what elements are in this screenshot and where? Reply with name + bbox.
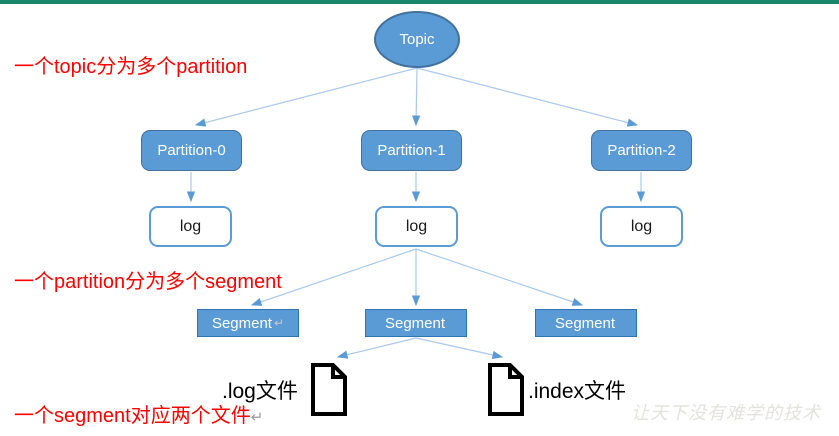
segment-2-label: Segment [554, 314, 616, 332]
partition-2-node: Partition-2 [591, 130, 692, 171]
watermark-text: 让天下没有难学的技术 [631, 403, 821, 424]
segment-node-1: Segment [365, 309, 467, 337]
partition-1-node: Partition-1 [361, 130, 462, 171]
top-green-divider [0, 0, 839, 4]
topic-label: Topic [399, 31, 435, 48]
log-1-label: log [405, 217, 428, 235]
segment-node-0: Segment ↵ [197, 309, 299, 337]
log-node-1: log [375, 206, 458, 247]
annotation-topic-partitions: 一个topic分为多个partition [14, 56, 248, 78]
topic-node: Topic [374, 11, 460, 68]
partition-0-node: Partition-0 [141, 130, 242, 171]
segment-0-label: Segment [211, 314, 272, 332]
log-file-label: .log文件 [222, 380, 298, 403]
return-mark: ↵ [250, 409, 264, 426]
document-icon [487, 362, 525, 422]
partition-0-label: Partition-0 [157, 142, 226, 159]
log-2-label: log [630, 217, 653, 235]
segment-node-2: Segment [535, 309, 637, 337]
partition-1-label: Partition-1 [377, 142, 446, 159]
log-node-0: log [149, 206, 232, 247]
log-0-label: log [179, 217, 202, 235]
segment-1-label: Segment [384, 314, 446, 332]
annotation-partition-segments: 一个partition分为多个segment [14, 271, 282, 293]
annotation-segment-files: 一个segment对应两个文件↵ [14, 405, 264, 427]
document-icon [310, 362, 348, 422]
partition-2-label: Partition-2 [607, 142, 676, 159]
log-node-2: log [600, 206, 683, 247]
segment-0-return-mark: ↵ [273, 316, 285, 330]
index-file-label: .index文件 [528, 380, 627, 403]
